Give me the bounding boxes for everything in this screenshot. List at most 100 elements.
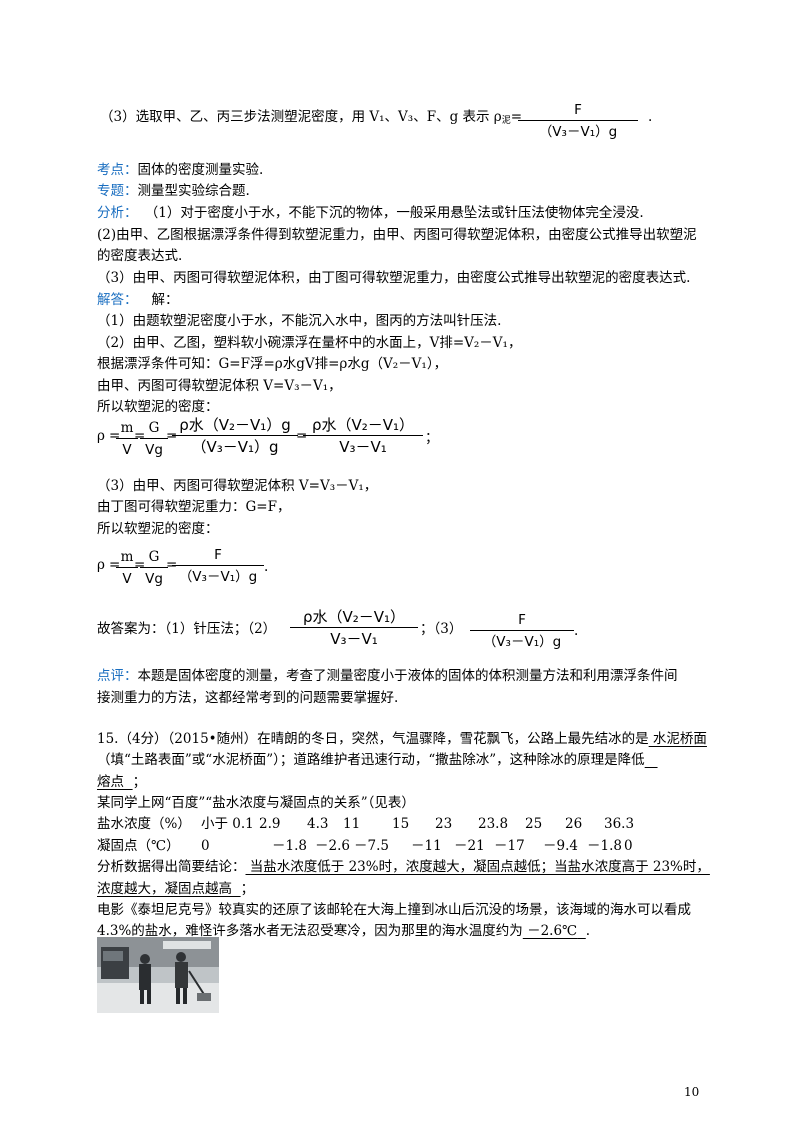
answer-mid: ；（3） [420, 621, 463, 637]
answer-frac-2: ρ水（V₂－V₁） V₃－V₁ [290, 607, 418, 650]
table-cell: －11 [411, 838, 442, 854]
answer-num3: F [470, 610, 574, 631]
f2-g: G [140, 547, 168, 568]
table-cell: －1.8 [272, 838, 307, 854]
f2-den: （V₃－V₁）g [178, 569, 258, 585]
table-cell: 盐水浓度（%） [97, 816, 191, 832]
q15-conclusion-line: 分析数据得出简要结论： 当盐水浓度低于 23%时，浓度越大，凝固点越低；当盐水浓… [97, 857, 710, 877]
table-cell: 凝固点（℃） [97, 838, 180, 854]
jieda-text-7: 由丁图可得软塑泥重力：G=F， [97, 499, 291, 515]
table-cell: －1.8 [587, 838, 622, 854]
f2-frac-main: F （V₃－V₁）g [172, 545, 264, 588]
q15-answer-3a: 当盐水浓度低于 23%时，浓度越大，凝固点越低；当盐水浓度高于 23%时， [245, 859, 710, 875]
f2-frac-m-v: m V [116, 547, 138, 590]
answer-end: . [574, 623, 579, 639]
q15-answer-4: －2.6℃ [522, 923, 578, 939]
q15-text-3: 某同学上网“百度”“盐水浓度与凝固点的关系”（见表） [97, 795, 415, 811]
jieda-text-4: 由甲、丙图可得软塑泥体积 V=V₃－V₁， [97, 378, 342, 394]
fenxi-text-2: (2)由甲、乙图根据漂浮条件得到软塑泥重力，由甲、丙图可得软塑泥体积，由密度公式… [97, 227, 697, 243]
f1-vg: Vg [145, 442, 163, 458]
q15-text-6-end: . [585, 923, 591, 939]
table-cell: 15 [392, 816, 410, 832]
jieda-line: 解答：解： [97, 290, 179, 310]
q3-prefix: （3）选取甲、乙、丙三步法测塑泥密度，用 V₁、V₃、F、g 表示 ρ [100, 109, 502, 125]
f1-eq1: = [109, 428, 121, 444]
f1-v: V [122, 442, 132, 458]
f2-vg: Vg [145, 571, 163, 587]
f2-eq1: = [109, 557, 121, 573]
fenxi-text-1: （1）对于密度小于水，不能下沉的物体，一般采用悬坠法或针压法使物体完全浸没. [151, 205, 644, 221]
f2-rho: ρ [97, 557, 105, 573]
f1-den2: （V₃－V₁）g [191, 438, 279, 456]
photo-illustration [97, 937, 219, 1013]
f1-eq2: = [134, 428, 146, 444]
f2-end: . [264, 559, 269, 575]
q15-line-1: 15.（4分）（2015•随州）在晴朗的冬日，突然，气温骤降，雪花飘飞，公路上最… [97, 729, 707, 749]
q15-line-3: 熔点 ； [97, 774, 147, 790]
q15-line-6: 4.3%的盐水，难怪许多落水者无法忍受寒冷，因为那里的海水温度约为 －2.6℃ … [97, 921, 590, 941]
f1-frac-m-v: m V [116, 418, 138, 461]
table-cell: －21 [454, 838, 485, 854]
fenxi-text-3: 的密度表达式. [97, 248, 183, 264]
fenxi-label: 分析： [97, 205, 138, 221]
rho-subscript: 泥 [501, 116, 511, 126]
f2-eq3: = [166, 557, 178, 573]
q15-text-1: 15.（4分）（2015•随州）在晴朗的冬日，突然，气温骤降，雪花飘飞，公路上最… [97, 731, 649, 747]
f1-eq4: = [296, 428, 308, 444]
f1-eq3: = [166, 428, 178, 444]
zhuanti-label: 专题： [97, 183, 138, 199]
answer-frac-3: F （V₃－V₁）g [470, 610, 574, 653]
table-cell: －17 [494, 838, 525, 854]
q3-answer-fraction: F （V₃－V₁）g [518, 100, 638, 143]
q15-line-2: （填“土路表面”或“水泥桥面”）；道路维护者迅速行动，“撒盐除冰”，这种除冰的原… [97, 750, 658, 770]
table-cell: －7.5 [354, 838, 389, 854]
answer-lead: 故答案为：（1）针压法；（2） [97, 621, 277, 637]
q15-conclusion-lead: 分析数据得出简要结论： [97, 859, 246, 875]
f1-rho: ρ [97, 428, 105, 444]
table-cell: 25 [525, 816, 543, 832]
table-cell: 23.8 [478, 816, 509, 832]
answer-den3: （V₃－V₁）g [482, 634, 562, 650]
f1-num3: ρ水（V₂－V₁） [303, 415, 423, 436]
table-cell: －2.6 [315, 838, 350, 854]
q3-end: . [648, 109, 653, 125]
table-cell: 4.3 [307, 816, 329, 832]
f2-m: m [116, 547, 138, 568]
f1-frac-g-vg: G Vg [140, 418, 168, 461]
f2-frac-g-vg: G Vg [140, 547, 168, 590]
jieda-label: 解答： [97, 292, 138, 308]
jieda-text-6: （3）由甲、丙图可得软塑泥体积 V=V₃－V₁， [97, 478, 378, 494]
q15-conclusion-line-2: 浓度越大，凝固点越高 ； [97, 879, 254, 899]
table-cell: －9.4 [543, 838, 578, 854]
table-cell: 11 [343, 816, 361, 832]
q15-answer-2: 熔点 [97, 774, 124, 790]
dianping-text-1: 本题是固体密度的测量，考查了测量密度小于液体的固体的体积测量方法和利用漂浮条件间 [137, 668, 678, 684]
dianping-label: 点评： [97, 668, 138, 684]
jieda-text-3: 根据漂浮条件可知：G=F浮=ρ水gV排=ρ水g（V₂－V₁）， [97, 356, 448, 372]
table-cell: 26 [565, 816, 583, 832]
answer-den2: V₃－V₁ [330, 630, 378, 648]
jieda-text-2: （2）由甲、乙图，塑料软小碗漂浮在量杯中的水面上，V排=V₂－V₁， [97, 335, 522, 351]
f2-num: F [172, 545, 264, 566]
fenxi-line-1: 分析： （1）对于密度小于水，不能下沉的物体，一般采用悬坠法或针压法使物体完全浸没… [97, 203, 644, 223]
f1-frac-simplified: ρ水（V₂－V₁） V₃－V₁ [303, 415, 423, 458]
q15-text-2: （填“土路表面”或“水泥桥面”）；道路维护者迅速行动，“撒盐除冰”，这种除冰的原… [97, 752, 645, 768]
table-cell: 2.9 [259, 816, 281, 832]
jieda-text-1: （1）由题软塑泥密度小于水，不能沉入水中，图丙的方法叫针压法. [97, 313, 502, 329]
kaodian-label: 考点： [97, 162, 138, 178]
fenxi-text-4: （3）由甲、丙图可得软塑泥体积，由丁图可得软塑泥重力，由密度公式推导出软塑泥的密… [97, 270, 691, 286]
kaodian-text: 固体的密度测量实验. [137, 162, 264, 178]
table-cell: 0 [201, 838, 210, 854]
answer-num2: ρ水（V₂－V₁） [290, 607, 418, 628]
f1-num2: ρ水（V₂－V₁）g [172, 415, 298, 436]
table-cell: 0 [624, 838, 633, 854]
f2-v: V [122, 571, 132, 587]
f1-m: m [116, 418, 138, 439]
q15-answer-1: 水泥桥面 [648, 731, 707, 747]
page-number: 10 [684, 1085, 700, 1099]
zhuanti-text: 测量型实验综合题. [137, 183, 250, 199]
q3-denominator: （V₃－V₁）g [538, 124, 618, 140]
table-cell: 23 [435, 816, 453, 832]
q15-text-5: 电影《泰坦尼克号》较真实的还原了该邮轮在大海上撞到冰山后沉没的场景，该海域的海水… [97, 902, 691, 918]
dianping-line-1: 点评：本题是固体密度的测量，考查了测量密度小于液体的固体的体积测量方法和利用漂浮… [97, 666, 678, 686]
